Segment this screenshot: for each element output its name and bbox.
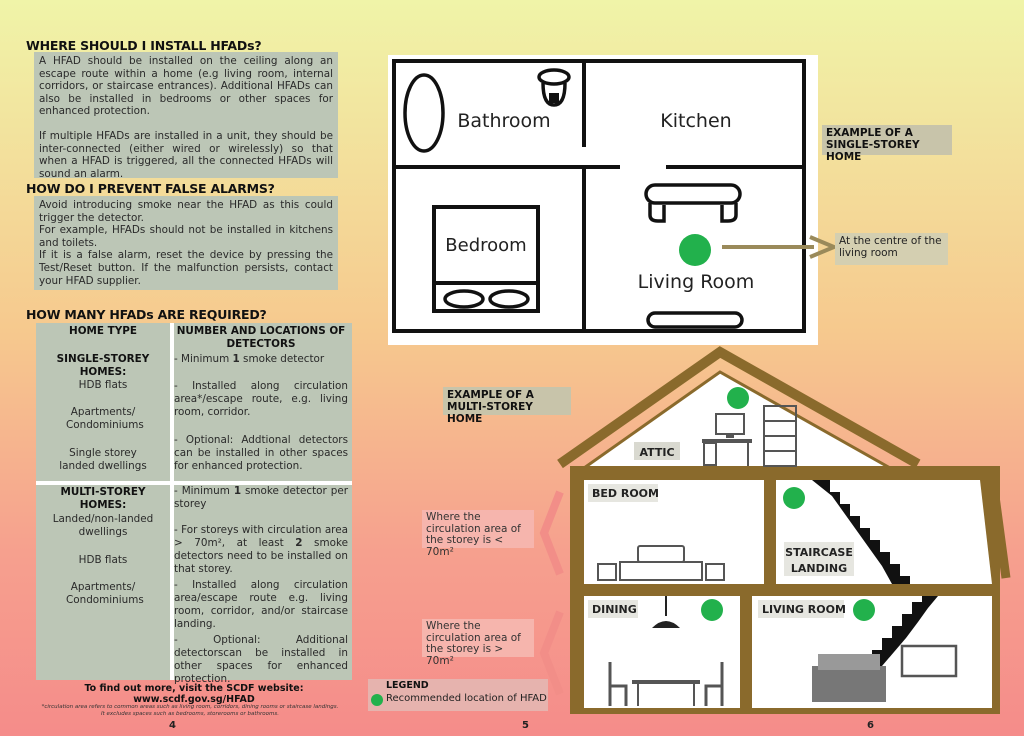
footnote: *circulation area refers to common areas… — [41, 704, 339, 717]
multi-detector-optional: - Optional: Additional detectorscan be i… — [174, 634, 348, 685]
install-paragraph-2: If multiple HFADs are installed in a uni… — [39, 129, 333, 180]
hfad-marker-attic — [727, 387, 749, 409]
dining-table-icon — [608, 596, 724, 706]
hfad-marker-living-room — [679, 234, 711, 266]
single-type-hdb: HDB flats — [78, 379, 128, 391]
bed-icon — [432, 205, 540, 313]
install-heading: WHERE SHOULD I INSTALL HFADs? — [26, 38, 262, 53]
chevron-left-icon-lower — [539, 610, 564, 696]
required-heading: HOW MANY HFADs ARE REQUIRED? — [26, 307, 267, 322]
desk-computer-icon — [702, 413, 752, 466]
single-type-landed: Single storey landed dwellings — [59, 447, 147, 472]
tv-cabinet-icon — [646, 311, 744, 329]
prevent-text-box: Avoid introducing smoke near the HFAD as… — [34, 196, 338, 290]
install-paragraph-1: A HFAD should be installed on the ceilin… — [39, 55, 333, 118]
hfad-marker-dining — [701, 599, 723, 621]
hfad-marker-staircase — [783, 487, 805, 509]
multi-detector-location: - Installed along circulation area/escap… — [174, 579, 348, 630]
bookshelf-icon — [763, 405, 797, 467]
prevent-paragraph-3: If it is a false alarm, reset the device… — [39, 249, 333, 287]
prevent-paragraph-2: For example, HFADs should not be install… — [39, 224, 333, 249]
room-label-attic: ATTIC — [639, 446, 674, 459]
single-type-apartments: Apartments/ Condominiums — [66, 406, 144, 431]
prevent-heading: HOW DO I PREVENT FALSE ALARMS? — [26, 181, 275, 196]
bathtub-icon — [403, 73, 445, 153]
table-header-detectors: NUMBER AND LOCATIONS OF DETECTORS — [176, 325, 346, 350]
room-label-bathroom: Bathroom — [457, 110, 550, 132]
tv-icon — [900, 644, 958, 678]
single-detector-optional: - Optional: Addtional detectors can be i… — [174, 434, 348, 472]
bed-side-icon — [597, 545, 725, 581]
room-label-kitchen: Kitchen — [660, 110, 731, 132]
sofa-icon — [644, 183, 742, 223]
area-under-70-label: Where the circulation area of the storey… — [422, 510, 534, 557]
area-over-70-label: Where the circulation area of the storey… — [422, 619, 534, 666]
legend-box: LEGEND Recommended location of HFAD — [368, 679, 548, 711]
hfad-marker-living-room-multi — [853, 599, 875, 621]
arrow-icon — [722, 235, 838, 259]
page-number-5: 5 — [522, 720, 529, 731]
room-label-bedroom: Bedroom — [445, 235, 526, 256]
room-label-dining: DINING — [592, 603, 637, 616]
multi-large-storey-rule: - For storeys with circulation area > 70… — [174, 524, 348, 575]
centre-label: At the centre of the living room — [835, 233, 948, 265]
multi-storey-title: MULTI-STOREY HOMES: — [60, 486, 146, 511]
multi-type-hdb: HDB flats — [78, 554, 128, 566]
table-header-home-type: HOME TYPE — [69, 325, 137, 337]
multi-min-detectors: - Minimum 1 smoke detector per storey — [174, 485, 348, 510]
hfad-requirements-table: HOME TYPE NUMBER AND LOCATIONS OF DETECT… — [36, 323, 352, 685]
scdf-website-link[interactable]: To find out more, visit the SCDF website… — [84, 683, 304, 705]
legend-hfad-icon — [371, 694, 383, 706]
page-number-4: 4 — [169, 720, 176, 731]
page-number-6: 6 — [867, 720, 874, 731]
install-text-box: A HFAD should be installed on the ceilin… — [34, 52, 338, 180]
chevron-left-icon — [539, 490, 564, 576]
single-min-detectors: - Minimum 1 smoke detector — [174, 353, 325, 365]
legend-title: LEGEND — [386, 680, 429, 691]
single-storey-example-label: EXAMPLE OF A SINGLE-STOREY HOME — [822, 125, 952, 163]
single-detector-location: - Installed along circulation area*/esca… — [174, 380, 348, 418]
toilet-icon — [537, 68, 571, 107]
room-label-bed-room: BED ROOM — [592, 487, 659, 500]
room-label-living-room: Living Room — [638, 271, 755, 293]
single-storey-floor-plan: Bathroom Kitchen Bedroom Living Room — [388, 55, 818, 345]
sofa-side-icon — [812, 654, 886, 702]
multi-storey-example-label: EXAMPLE OF A MULTI-STOREY HOME — [443, 387, 571, 425]
prevent-paragraph-1: Avoid introducing smoke near the HFAD as… — [39, 199, 333, 224]
staircase-upper-icon — [812, 480, 910, 584]
multi-type-apartments: Apartments/ Condominiums — [66, 581, 144, 606]
single-storey-title: SINGLE-STOREY HOMES: — [56, 353, 150, 378]
multi-type-landed: Landed/non-landed dwellings — [52, 513, 154, 538]
legend-item-label: Recommended location of HFAD — [386, 693, 547, 704]
room-label-living-room-multi: LIVING ROOM — [762, 603, 846, 616]
